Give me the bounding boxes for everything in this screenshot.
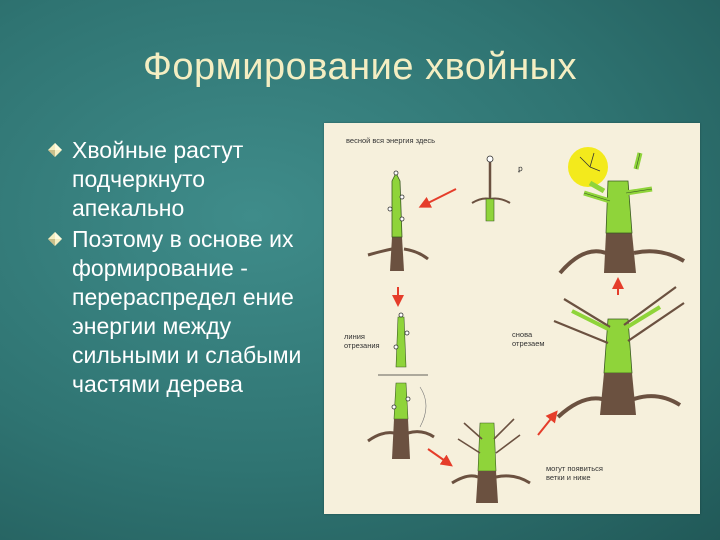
- caption-cut-line-2: отрезания: [344, 341, 380, 350]
- bullet-list: Хвойные растут подчеркнуто апекально Поэ…: [48, 136, 318, 401]
- bullet-item: Поэтому в основе их формирование - перер…: [48, 225, 318, 399]
- tree-mature-with-sun: [558, 147, 686, 275]
- bullet-text: Поэтому в основе их формирование - перер…: [72, 226, 302, 397]
- tree-young: [367, 170, 429, 271]
- bullet-item: Хвойные растут подчеркнуто апекально: [48, 136, 318, 223]
- arrow-icon: [418, 188, 457, 208]
- sun-icon: [568, 147, 608, 187]
- tree-cut-line: [367, 312, 435, 459]
- tree-new-shoots: [451, 418, 531, 503]
- caption-cut-again-1: снова: [512, 330, 533, 339]
- pruning-diagram: весной вся энергия здесь линия отрезания…: [344, 136, 686, 503]
- caption-branches-1: могут появиться: [546, 464, 603, 473]
- bullet-text: Хвойные растут подчеркнуто апекально: [72, 137, 244, 221]
- tree-layered: [553, 286, 685, 419]
- caption-branches-2: ветки и ниже: [546, 473, 591, 482]
- caption-top: весной вся энергия здесь: [346, 136, 435, 145]
- arrow-icon: [537, 410, 558, 436]
- pruning-illustration: весной вся энергия здесь линия отрезания…: [324, 123, 700, 514]
- shears-icon: ꝑ: [517, 164, 523, 173]
- tree-topped: ꝑ: [471, 155, 523, 222]
- caption-cut-again-2: отрезаем: [512, 339, 545, 348]
- sequence-arrows: [392, 188, 624, 467]
- arrow-icon: [427, 448, 453, 467]
- slide-title: Формирование хвойных: [143, 46, 577, 88]
- diamond-bullet-icon: [48, 232, 62, 246]
- caption-cut-line-1: линия: [344, 332, 365, 341]
- diamond-bullet-icon: [48, 143, 62, 157]
